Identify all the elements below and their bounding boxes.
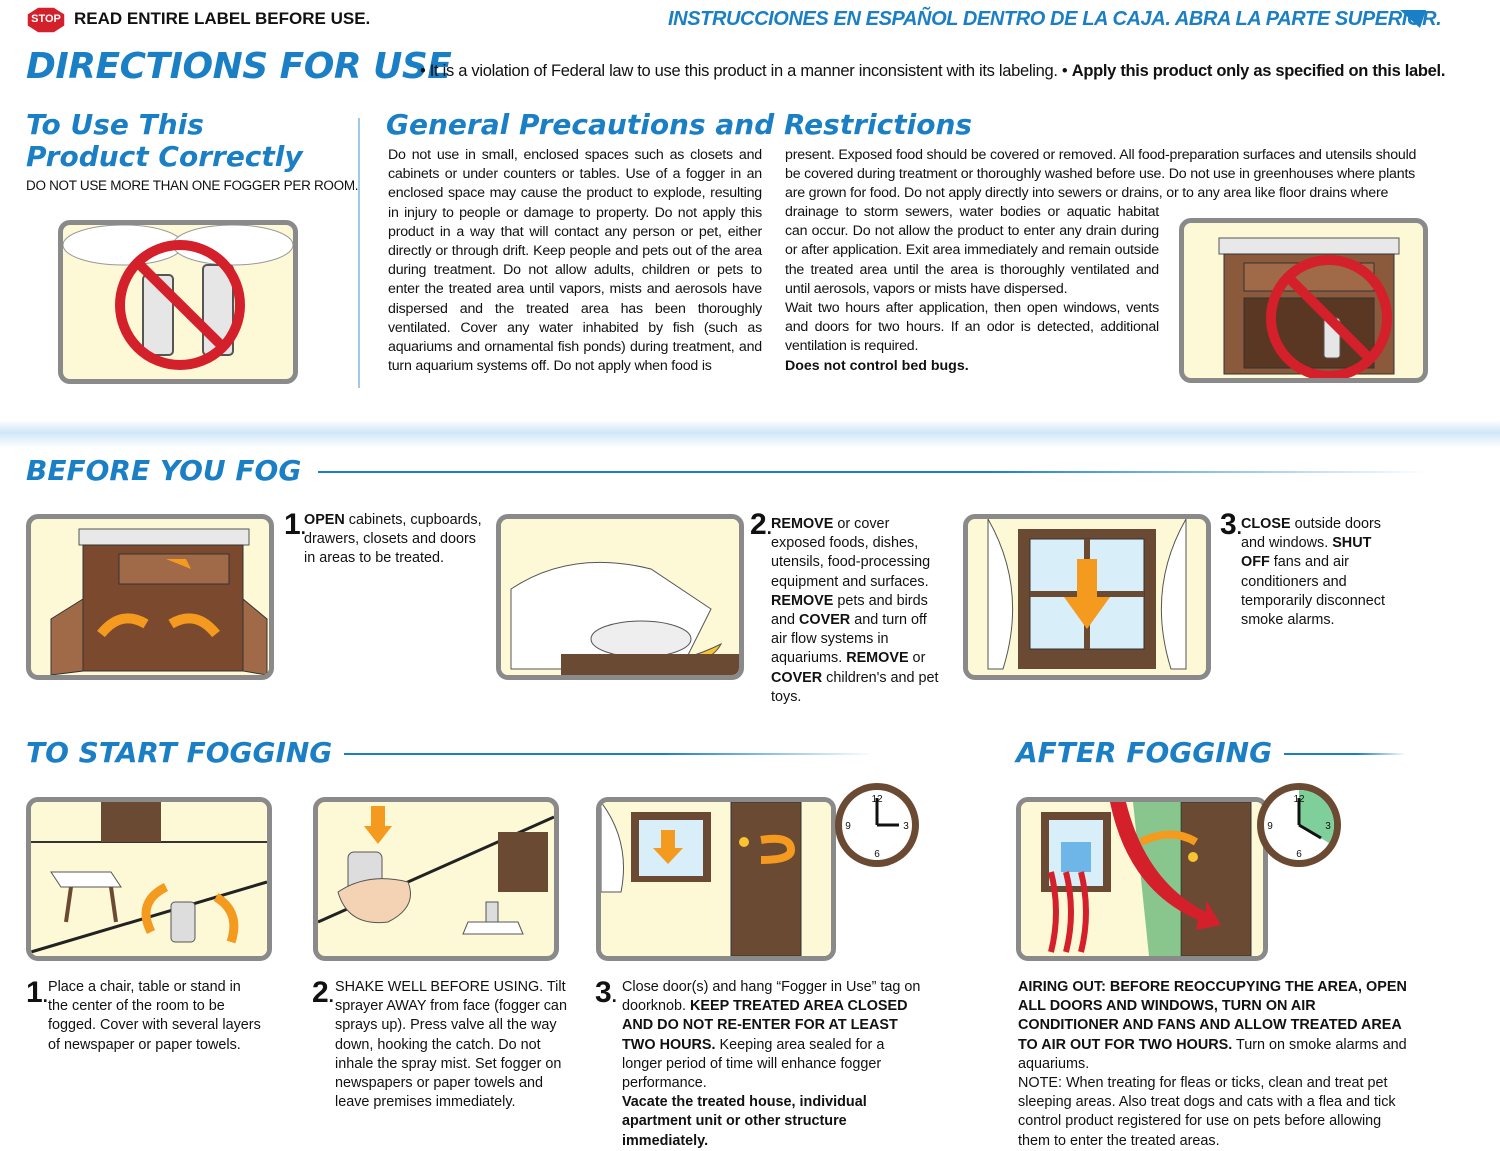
airing-out-bold-text: AIRING OUT: BEFORE REOCCUPYING THE AREA,… xyxy=(1018,979,1407,1053)
after-title: AFTER FOGGING xyxy=(1016,736,1273,769)
directions-title: DIRECTIONS FOR USE xyxy=(26,46,452,87)
step-keyword: REMOVE xyxy=(771,516,834,532)
airing-out-text: Turn on smoke alarms and aquariums. xyxy=(1018,1036,1407,1072)
before-title-rule xyxy=(318,471,1428,473)
clock-3-label: 3 xyxy=(903,821,909,832)
blue-band-divider xyxy=(0,420,1500,448)
step-keyword: Vacate the treated house, individual apa… xyxy=(622,1094,867,1149)
correct-use-title-line2: Product Correctly xyxy=(26,140,303,173)
precautions-column-2-mid: drainage to storm sewers, water bodies o… xyxy=(785,204,1159,297)
cover-food-illustration xyxy=(496,514,744,680)
close-door-illustration xyxy=(596,797,836,961)
bed-bugs-warning: Does not control bed bugs. xyxy=(785,358,969,374)
precautions-column-2-top: present. Exposed food should be covered … xyxy=(785,147,1417,202)
start-title-rule xyxy=(344,753,874,755)
clock-6-label: 6 xyxy=(1296,849,1302,860)
step-text: Keeping area sealed for a longer period … xyxy=(622,1036,885,1092)
step-text: children's and pet toys. xyxy=(771,669,939,705)
two-foggers-prohibited-illustration xyxy=(58,220,298,384)
step-text: and turn off air flow systems in aquariu… xyxy=(771,612,927,667)
precautions-title: General Precautions and Restrictions xyxy=(386,108,973,141)
section-divider xyxy=(358,118,360,388)
start-step-2-number: 2 xyxy=(312,976,334,1010)
apply-only-text: Apply this product only as specified on … xyxy=(1071,62,1446,80)
close-window-illustration xyxy=(963,514,1211,680)
step-keyword: CLOSE xyxy=(1241,516,1291,532)
clock-12-label: 12 xyxy=(871,794,883,805)
before-step-3-text: CLOSE outside doors and windows. SHUT OF… xyxy=(1241,515,1403,630)
step-keyword: REMOVE xyxy=(846,650,909,667)
step-keyword: COVER xyxy=(799,612,851,629)
after-fogging-text: AIRING OUT: BEFORE REOCCUPYING THE AREA,… xyxy=(1018,978,1410,1151)
clock-9-label: 9 xyxy=(845,821,851,832)
step-text: pets and birds and xyxy=(771,592,928,629)
clock-12-label: 12 xyxy=(1293,794,1305,805)
before-step-1-text: OPEN cabinets, cupboards, drawers, close… xyxy=(304,511,484,569)
step-keyword: REMOVE xyxy=(771,592,834,609)
step-keyword: OPEN xyxy=(304,512,345,528)
step-text: Close door(s) and hang “Fogger in Use” t… xyxy=(622,979,921,1015)
violation-text: • It is a violation of Federal law to us… xyxy=(420,62,1068,80)
clock-9-label: 9 xyxy=(1267,821,1273,832)
correct-use-title-line1: To Use This xyxy=(26,108,204,141)
clock-3-label: 3 xyxy=(1325,821,1331,832)
step-text: or xyxy=(908,650,926,667)
shake-spray-illustration xyxy=(313,797,559,961)
start-step-2-text: SHAKE WELL BEFORE USING. Tilt sprayer AW… xyxy=(335,979,567,1111)
two-hour-clock-icon: 12 3 6 9 xyxy=(832,780,922,870)
before-step-2-text: REMOVE or cover exposed foods, dishes, u… xyxy=(771,515,943,707)
step-keyword: KEEP TREATED AREA CLOSED AND DO NOT RE-E… xyxy=(622,998,908,1053)
before-step-3-number: 3 xyxy=(1220,508,1242,542)
before-step-1-number: 1 xyxy=(284,508,306,542)
step-keyword: SHUT OFF xyxy=(1241,535,1372,571)
place-stand-illustration xyxy=(26,797,272,961)
stop-icon: STOP xyxy=(26,6,66,34)
start-title: TO START FOGGING xyxy=(26,736,333,769)
start-step-1-number: 1 xyxy=(26,976,48,1010)
directions-subline: • It is a violation of Federal law to us… xyxy=(420,62,1445,81)
before-step-2-number: 2 xyxy=(750,508,772,542)
start-step-3-text: Close door(s) and hang “Fogger in Use” t… xyxy=(622,978,922,1151)
step-text: cabinets, cupboards, drawers, closets an… xyxy=(304,512,482,567)
one-fogger-warning: DO NOT USE MORE THAN ONE FOGGER PER ROOM… xyxy=(26,178,359,193)
spanish-note: INSTRUCCIONES EN ESPAÑOL DENTRO DE LA CA… xyxy=(668,8,1442,30)
airing-out-illustration xyxy=(1016,797,1268,961)
step-text: or cover exposed foods, dishes, utensils… xyxy=(771,516,931,590)
step-text: outside doors and windows. xyxy=(1241,516,1381,552)
start-step-1-text: Place a chair, table or stand in the cen… xyxy=(48,979,261,1053)
after-title-rule xyxy=(1284,753,1406,755)
precautions-column-1: Do not use in small, enclosed spaces suc… xyxy=(388,147,762,375)
before-title: BEFORE YOU FOG xyxy=(26,454,302,487)
start-step-3-number: 3 xyxy=(595,976,617,1010)
open-cabinet-illustration xyxy=(26,514,274,680)
clock-6-label: 6 xyxy=(874,849,880,860)
step-keyword: COVER xyxy=(771,669,823,686)
read-label-note: READ ENTIRE LABEL BEFORE USE. xyxy=(74,9,371,28)
precautions-wait-text: Wait two hours after application, then o… xyxy=(785,300,1159,355)
triangle-down-icon xyxy=(1400,10,1426,33)
two-hour-clock-after-icon: 12 3 6 9 xyxy=(1254,780,1344,870)
stop-sign-text: STOP xyxy=(31,13,61,25)
flea-tick-note: NOTE: When treating for fleas or ticks, … xyxy=(1018,1075,1396,1149)
step-text: fans and air conditioners and temporaril… xyxy=(1241,554,1385,629)
cabinet-prohibited-illustration xyxy=(1179,218,1428,383)
